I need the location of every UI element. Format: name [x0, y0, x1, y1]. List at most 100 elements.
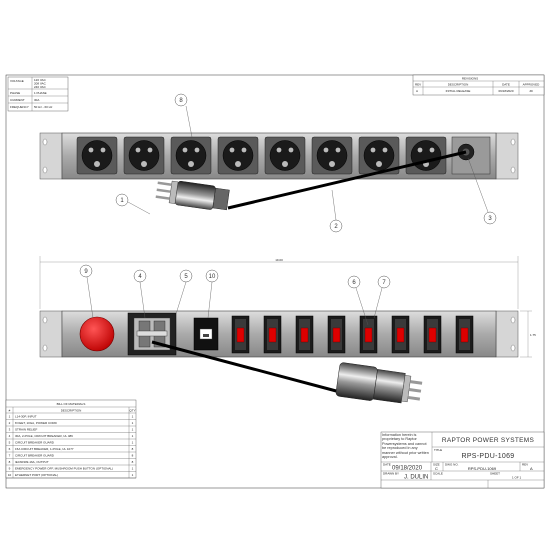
mounting-hole: [42, 166, 48, 174]
callout-7: 7: [373, 275, 391, 319]
dwg-no-label: DWG NO.: [445, 463, 459, 467]
title-block: Information herein is proprietary to Rap…: [380, 431, 545, 489]
rev-row-rev: A: [416, 89, 418, 93]
spec-voltage-label: VOLTAGE: [10, 79, 24, 83]
sheet-number: 1 OF 1: [512, 476, 522, 480]
bom-header-qty: QTY: [129, 409, 135, 413]
bom-item-qty: 1: [132, 473, 134, 477]
spec-frequency-value: 50 Hz - 60 Hz: [34, 105, 53, 109]
svg-text:9: 9: [84, 269, 88, 275]
callouts: 8 1 2 3 9 4 5: [79, 93, 497, 326]
company-name: RAPTOR POWER SYSTEMS: [442, 437, 535, 444]
svg-text:5: 5: [184, 274, 188, 280]
callout-8: 8: [174, 93, 193, 138]
branch-breaker: [391, 315, 410, 354]
bom-item-qty: 1: [132, 415, 134, 419]
branch-breaker: [231, 315, 250, 354]
rev-header-description: DESCRIPTION: [448, 83, 469, 87]
bom-item-qty: 8: [132, 460, 134, 464]
bom-item-description: 15A CIRCUIT BREAKER, 1-POLE, UL 1077: [15, 447, 74, 451]
bom-item-qty: 8: [132, 454, 134, 458]
spec-frequency-label: FREQUENCY: [10, 105, 29, 109]
date-label: DATE: [383, 463, 391, 467]
drawn-by: J. DULIN: [404, 475, 428, 481]
revision: A: [530, 466, 533, 471]
branch-breaker: [295, 315, 314, 354]
callout-10: 10: [205, 269, 219, 319]
pdu-front-view: [39, 310, 519, 358]
bom-item-number: 5: [9, 441, 11, 445]
width-dimension-value: 19.00: [275, 258, 283, 262]
power-cord-bottom: [151, 340, 341, 394]
power-cord-top: [227, 150, 467, 210]
iec60309-outlet: [405, 136, 447, 175]
sheet-size: C: [435, 466, 438, 471]
drawing-title: RPS-PDU-1069: [461, 453, 514, 460]
scale-label: SCALE: [433, 472, 443, 476]
bom-item-number: 8: [9, 460, 11, 464]
svg-text:10: 10: [209, 274, 216, 280]
mounting-hole: [510, 316, 516, 324]
proprietary-notice: Information herein is proprietary to Rap…: [382, 433, 429, 460]
svg-text:6: 6: [352, 280, 356, 286]
mounting-hole: [510, 138, 516, 146]
height-dimension: 1.75: [520, 310, 536, 358]
width-dimension: 19.00: [39, 256, 519, 309]
branch-breaker: [359, 315, 378, 354]
rev-row-date: 09/18/2020: [498, 89, 513, 93]
iec60309-outlet: [123, 136, 165, 175]
branch-breaker: [263, 315, 282, 354]
mounting-hole: [42, 344, 48, 352]
bom-item-description: EMERGENCY POWER OFF, MUSHROOM PUSH BUTTO…: [15, 467, 113, 471]
bom-item-number: 6: [9, 447, 11, 451]
size-label: SIZE: [433, 463, 440, 467]
svg-text:8: 8: [179, 98, 183, 104]
bom-title: BILL OF MATERIALS: [57, 402, 86, 406]
iec60309-outlet: [76, 136, 118, 175]
bom-item-qty: 1: [132, 441, 134, 445]
bom-item-description: CIRCUIT BREAKER GUARD: [15, 454, 55, 458]
spec-voltage-value-2: 208 VAC: [34, 82, 47, 86]
l14-30p-plug-top: [155, 180, 230, 211]
iec60309-outlet: [311, 136, 353, 175]
bom-item-qty: 8: [132, 447, 134, 451]
bom-item-description: IEC60309-16A, OUTPUT: [15, 460, 49, 464]
drawn-by-label: DRAWN BY: [383, 472, 399, 476]
spec-current-label: CURRENT: [10, 98, 25, 102]
rev-row-description: INITIAL RELEASE: [446, 89, 471, 93]
rev-header-date: DATE: [502, 83, 510, 87]
bom-item-number: 7: [9, 454, 11, 458]
bom-item-description: 30A, 2-POLE, CIRCUIT BREAKER, UL 489: [15, 434, 73, 438]
svg-text:2: 2: [334, 224, 338, 230]
spec-voltage-value-1: 120 VAC: [34, 78, 47, 82]
drawing-date: 09/18/2020: [392, 466, 423, 472]
spec-current-value: 30A: [34, 98, 39, 102]
bom-item-description: 8 FEET, 10GA, POWER CORD: [15, 421, 58, 425]
rev-label: REV: [522, 463, 528, 467]
callout-2: 2: [329, 189, 343, 233]
rev-header-rev: REV: [415, 83, 421, 87]
bom-header-number: #: [9, 409, 11, 413]
bom-header-description: DESCRIPTION: [61, 409, 82, 413]
callout-3: 3: [467, 157, 497, 225]
branch-breaker-row: [231, 315, 474, 354]
sheet-label: SHEET: [490, 472, 500, 476]
iec60309-outlet: [264, 136, 306, 175]
callout-6: 6: [347, 275, 369, 326]
svg-text:4: 4: [138, 274, 142, 280]
rev-header-approved: APPROVED: [523, 83, 541, 87]
bom-item-number: 10: [8, 473, 12, 477]
bom-item-number: 3: [9, 428, 11, 432]
mounting-hole: [510, 344, 516, 352]
bom-item-number: 1: [9, 415, 11, 419]
bom-item-description: CIRCUIT BREAKER GUARD: [15, 441, 55, 445]
callout-9: 9: [79, 264, 94, 319]
bom-item-qty: 1: [132, 467, 134, 471]
iec60309-outlet: [170, 136, 212, 175]
bom-item-number: 4: [9, 434, 11, 438]
mounting-hole: [42, 316, 48, 324]
rev-row-approved: JD: [529, 89, 534, 93]
svg-text:7: 7: [382, 280, 386, 286]
